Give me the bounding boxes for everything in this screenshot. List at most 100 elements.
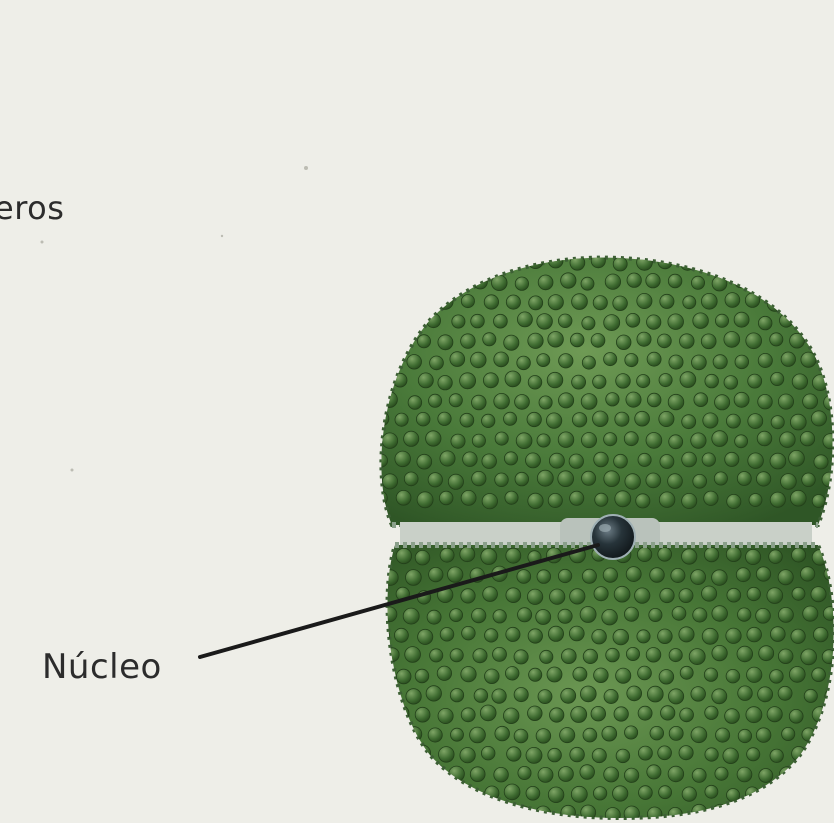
granule: [769, 550, 783, 564]
granule: [538, 767, 553, 782]
granule: [705, 785, 718, 798]
granule: [516, 433, 532, 449]
granule: [715, 767, 728, 780]
granule: [493, 610, 506, 623]
granule: [518, 766, 531, 779]
granule: [626, 392, 641, 407]
granule: [658, 746, 672, 760]
granule: [803, 394, 818, 409]
granule: [592, 629, 607, 644]
granule: [373, 667, 386, 680]
granule: [702, 628, 718, 644]
granule: [406, 313, 421, 328]
granule: [659, 492, 675, 508]
granule: [505, 667, 519, 681]
granule: [370, 334, 386, 350]
granule: [393, 293, 407, 307]
granule: [602, 726, 617, 741]
granule: [570, 491, 584, 505]
granule: [682, 787, 696, 801]
granule: [451, 728, 464, 741]
granule: [782, 727, 795, 740]
granule: [780, 274, 795, 289]
granule: [547, 372, 563, 388]
granule: [616, 335, 631, 350]
granule: [747, 255, 763, 271]
granule: [528, 706, 543, 721]
granule: [792, 587, 805, 600]
granule: [712, 645, 727, 660]
granule: [748, 374, 762, 388]
granule: [637, 630, 650, 643]
granule: [440, 628, 454, 642]
granule: [404, 472, 418, 486]
granule: [748, 453, 764, 469]
granule: [470, 727, 486, 743]
granule: [604, 433, 617, 446]
granule: [626, 647, 639, 660]
granule: [692, 355, 707, 370]
granule: [461, 490, 476, 505]
granule: [582, 569, 596, 583]
granule: [734, 392, 749, 407]
granule: [415, 550, 430, 565]
granule: [548, 787, 564, 803]
granule: [770, 492, 785, 507]
granule: [583, 649, 597, 663]
granule: [638, 453, 651, 466]
granule: [669, 435, 683, 449]
granule: [418, 629, 433, 644]
granule: [438, 412, 451, 425]
granule: [570, 333, 584, 347]
granule: [737, 472, 751, 486]
granule: [416, 789, 429, 802]
granule: [693, 474, 707, 488]
granule: [746, 707, 762, 723]
granule: [408, 768, 422, 782]
granule: [450, 352, 465, 367]
granule: [448, 474, 463, 489]
granule: [560, 728, 575, 743]
granule: [682, 415, 696, 429]
granule: [627, 686, 642, 701]
granule: [395, 451, 411, 467]
granule: [702, 453, 715, 466]
granule: [548, 493, 562, 507]
granule: [680, 666, 693, 679]
granule: [494, 314, 508, 328]
granule: [737, 646, 753, 662]
granule: [683, 296, 696, 309]
granule: [759, 646, 774, 661]
granule: [812, 295, 826, 309]
granule: [448, 567, 463, 582]
granule: [778, 570, 793, 585]
granule: [483, 373, 498, 388]
granule: [558, 767, 573, 782]
upper-semicell: [370, 253, 834, 525]
granule: [704, 491, 718, 505]
granule: [529, 668, 542, 681]
granule: [385, 354, 401, 370]
granule: [536, 610, 551, 625]
granule: [746, 549, 761, 564]
granule: [417, 335, 430, 348]
granule: [582, 356, 595, 369]
granule: [561, 688, 576, 703]
granule: [515, 277, 528, 290]
granule: [419, 295, 433, 309]
granule: [581, 394, 597, 410]
granule: [580, 765, 595, 780]
granule: [452, 315, 465, 328]
granule: [727, 789, 740, 802]
granule: [438, 708, 453, 723]
granule: [591, 334, 605, 348]
granule: [582, 471, 596, 485]
granule: [504, 784, 520, 800]
granule: [790, 490, 806, 506]
granule: [571, 707, 587, 723]
granule: [460, 547, 475, 562]
granule: [471, 352, 487, 368]
granule: [382, 474, 397, 489]
granule: [548, 295, 563, 310]
granule: [727, 494, 741, 508]
